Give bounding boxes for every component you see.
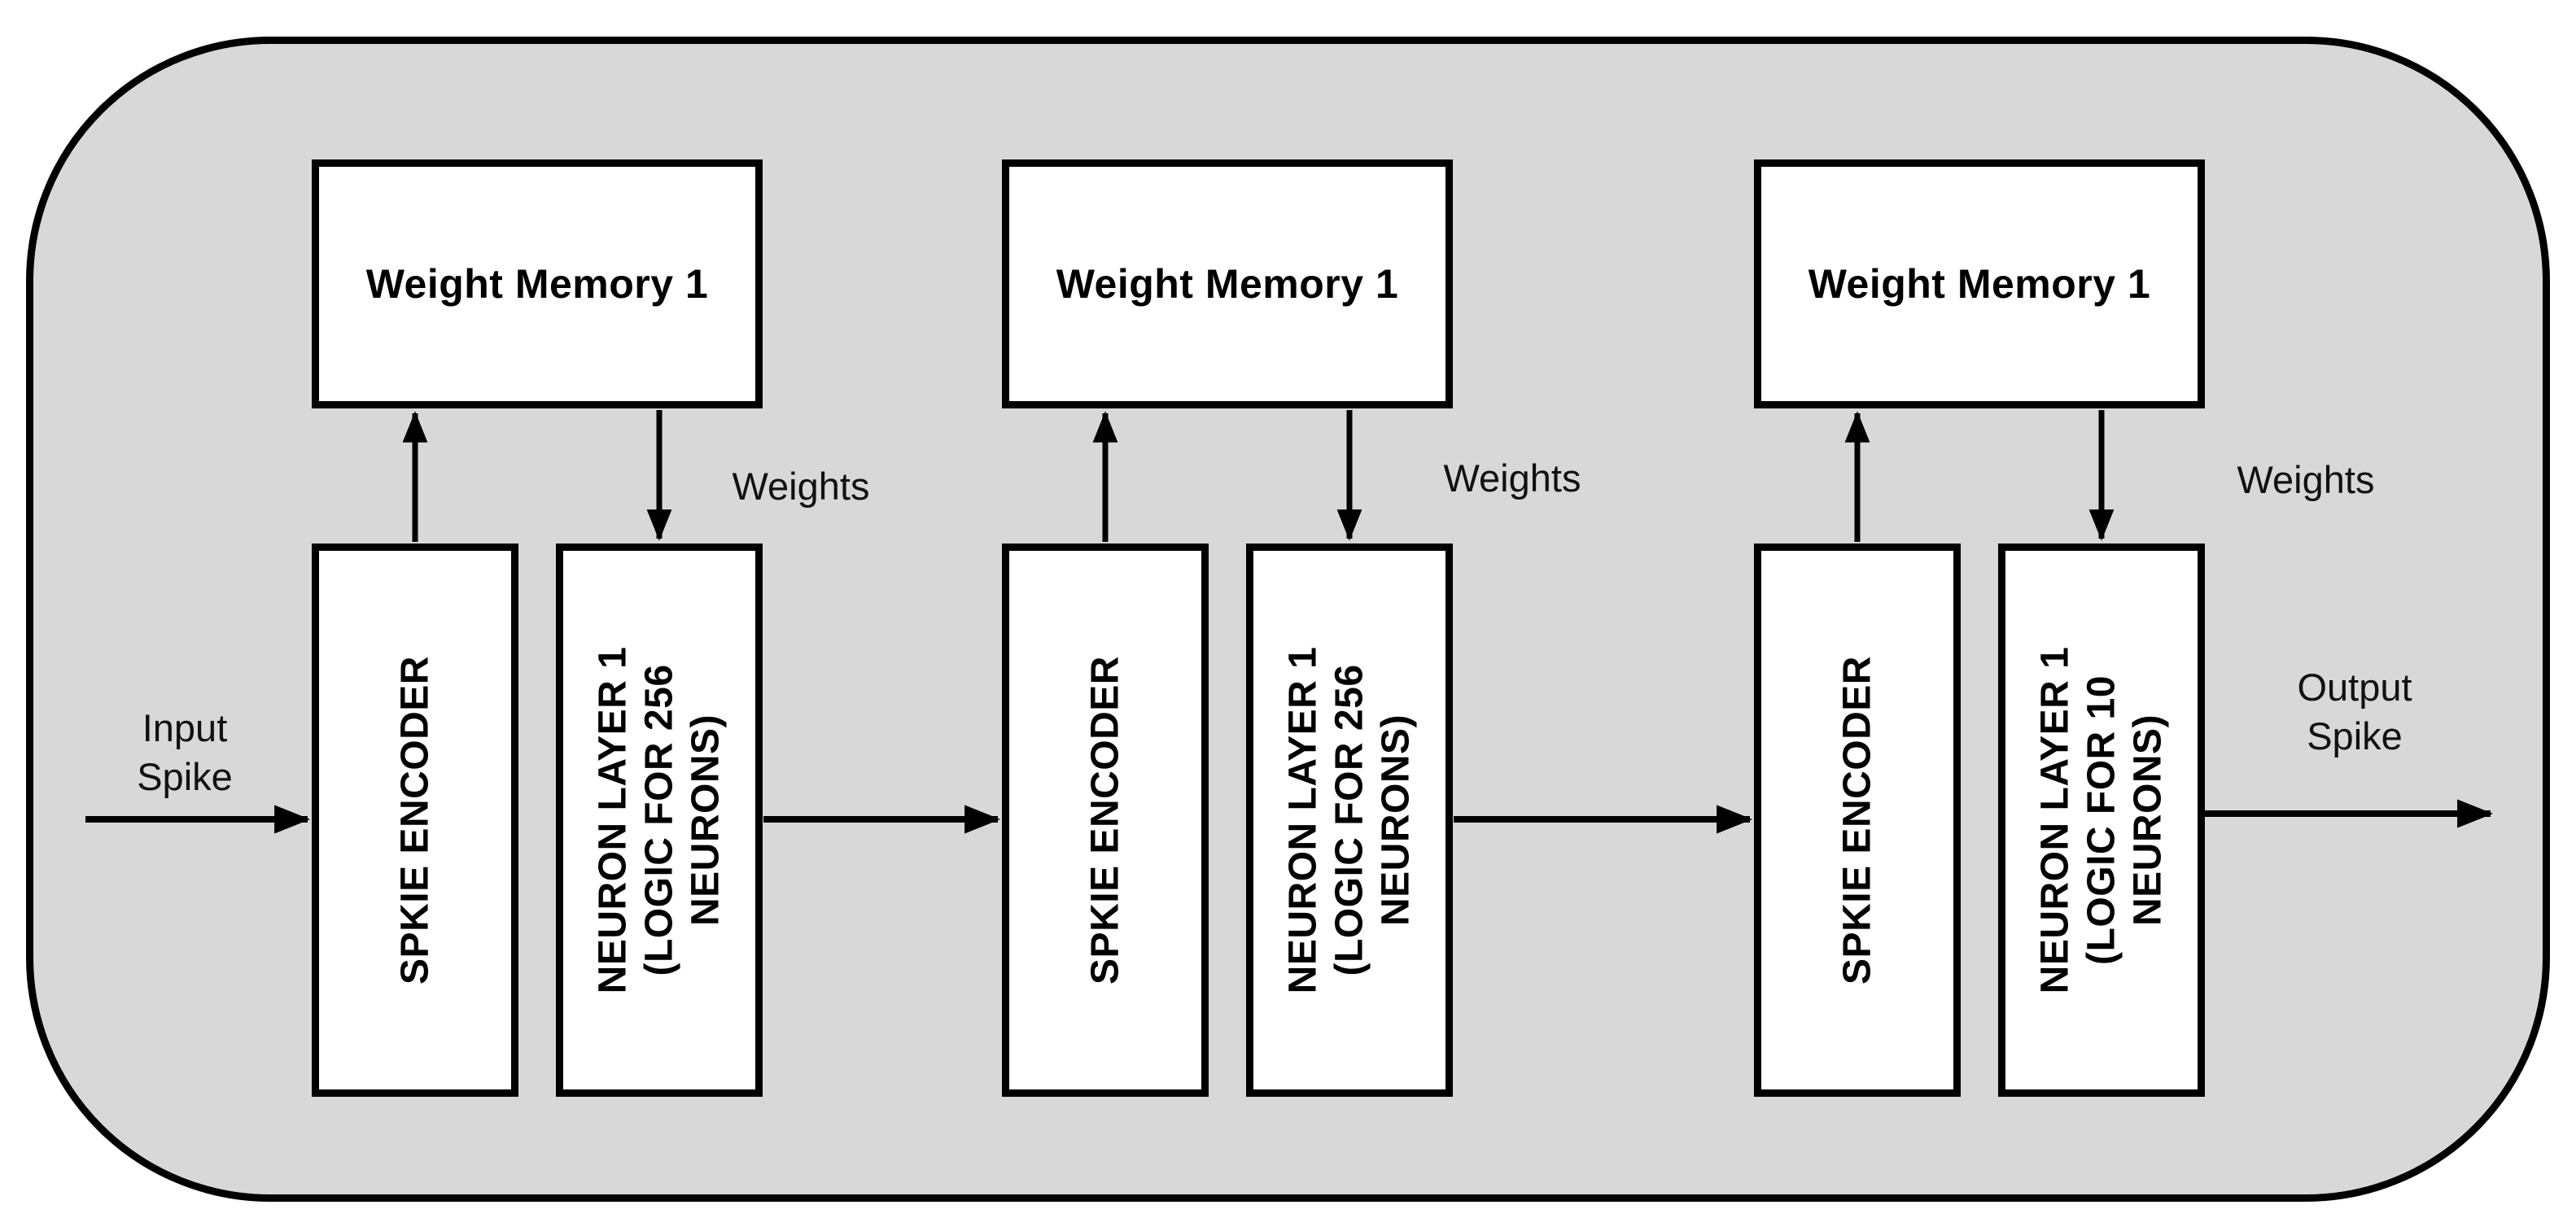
neuron-layer-box-3: NEURON LAYER 1 (LOGIC FOR 10 NEURONS) [1998,544,2205,1097]
stage-2: Weight Memory 1 SPKIE ENCODER NEURON LAY… [1002,0,1453,1218]
weights-label-2: Weights [1443,456,1581,500]
weight-memory-label: Weight Memory 1 [1808,261,2151,307]
input-spike-label: Input Spike [137,706,233,798]
stage-1: Weight Memory 1 SPKIE ENCODER NEURON LAY… [312,0,763,1218]
spike-encoder-box-1: SPKIE ENCODER [312,544,518,1097]
weights-label-3: Weights [2237,458,2375,501]
weight-memory-box-1: Weight Memory 1 [312,159,763,408]
weight-memory-label: Weight Memory 1 [365,261,709,307]
spike-encoder-box-3: SPKIE ENCODER [1754,544,1961,1097]
stage-3: Weight Memory 1 SPKIE ENCODER NEURON LAY… [1754,0,2205,1218]
weight-memory-box-3: Weight Memory 1 [1754,159,2205,408]
weight-memory-box-2: Weight Memory 1 [1002,159,1453,408]
spike-encoder-box-2: SPKIE ENCODER [1002,544,1209,1097]
neuron-layer-box-1: NEURON LAYER 1 (LOGIC FOR 256 NEURONS) [556,544,763,1097]
neuron-layer-box-2: NEURON LAYER 1 (LOGIC FOR 256 NEURONS) [1246,544,1453,1097]
output-spike-label: Output Spike [2297,666,2412,757]
weights-label-1: Weights [732,465,870,508]
weight-memory-label: Weight Memory 1 [1056,261,1399,307]
